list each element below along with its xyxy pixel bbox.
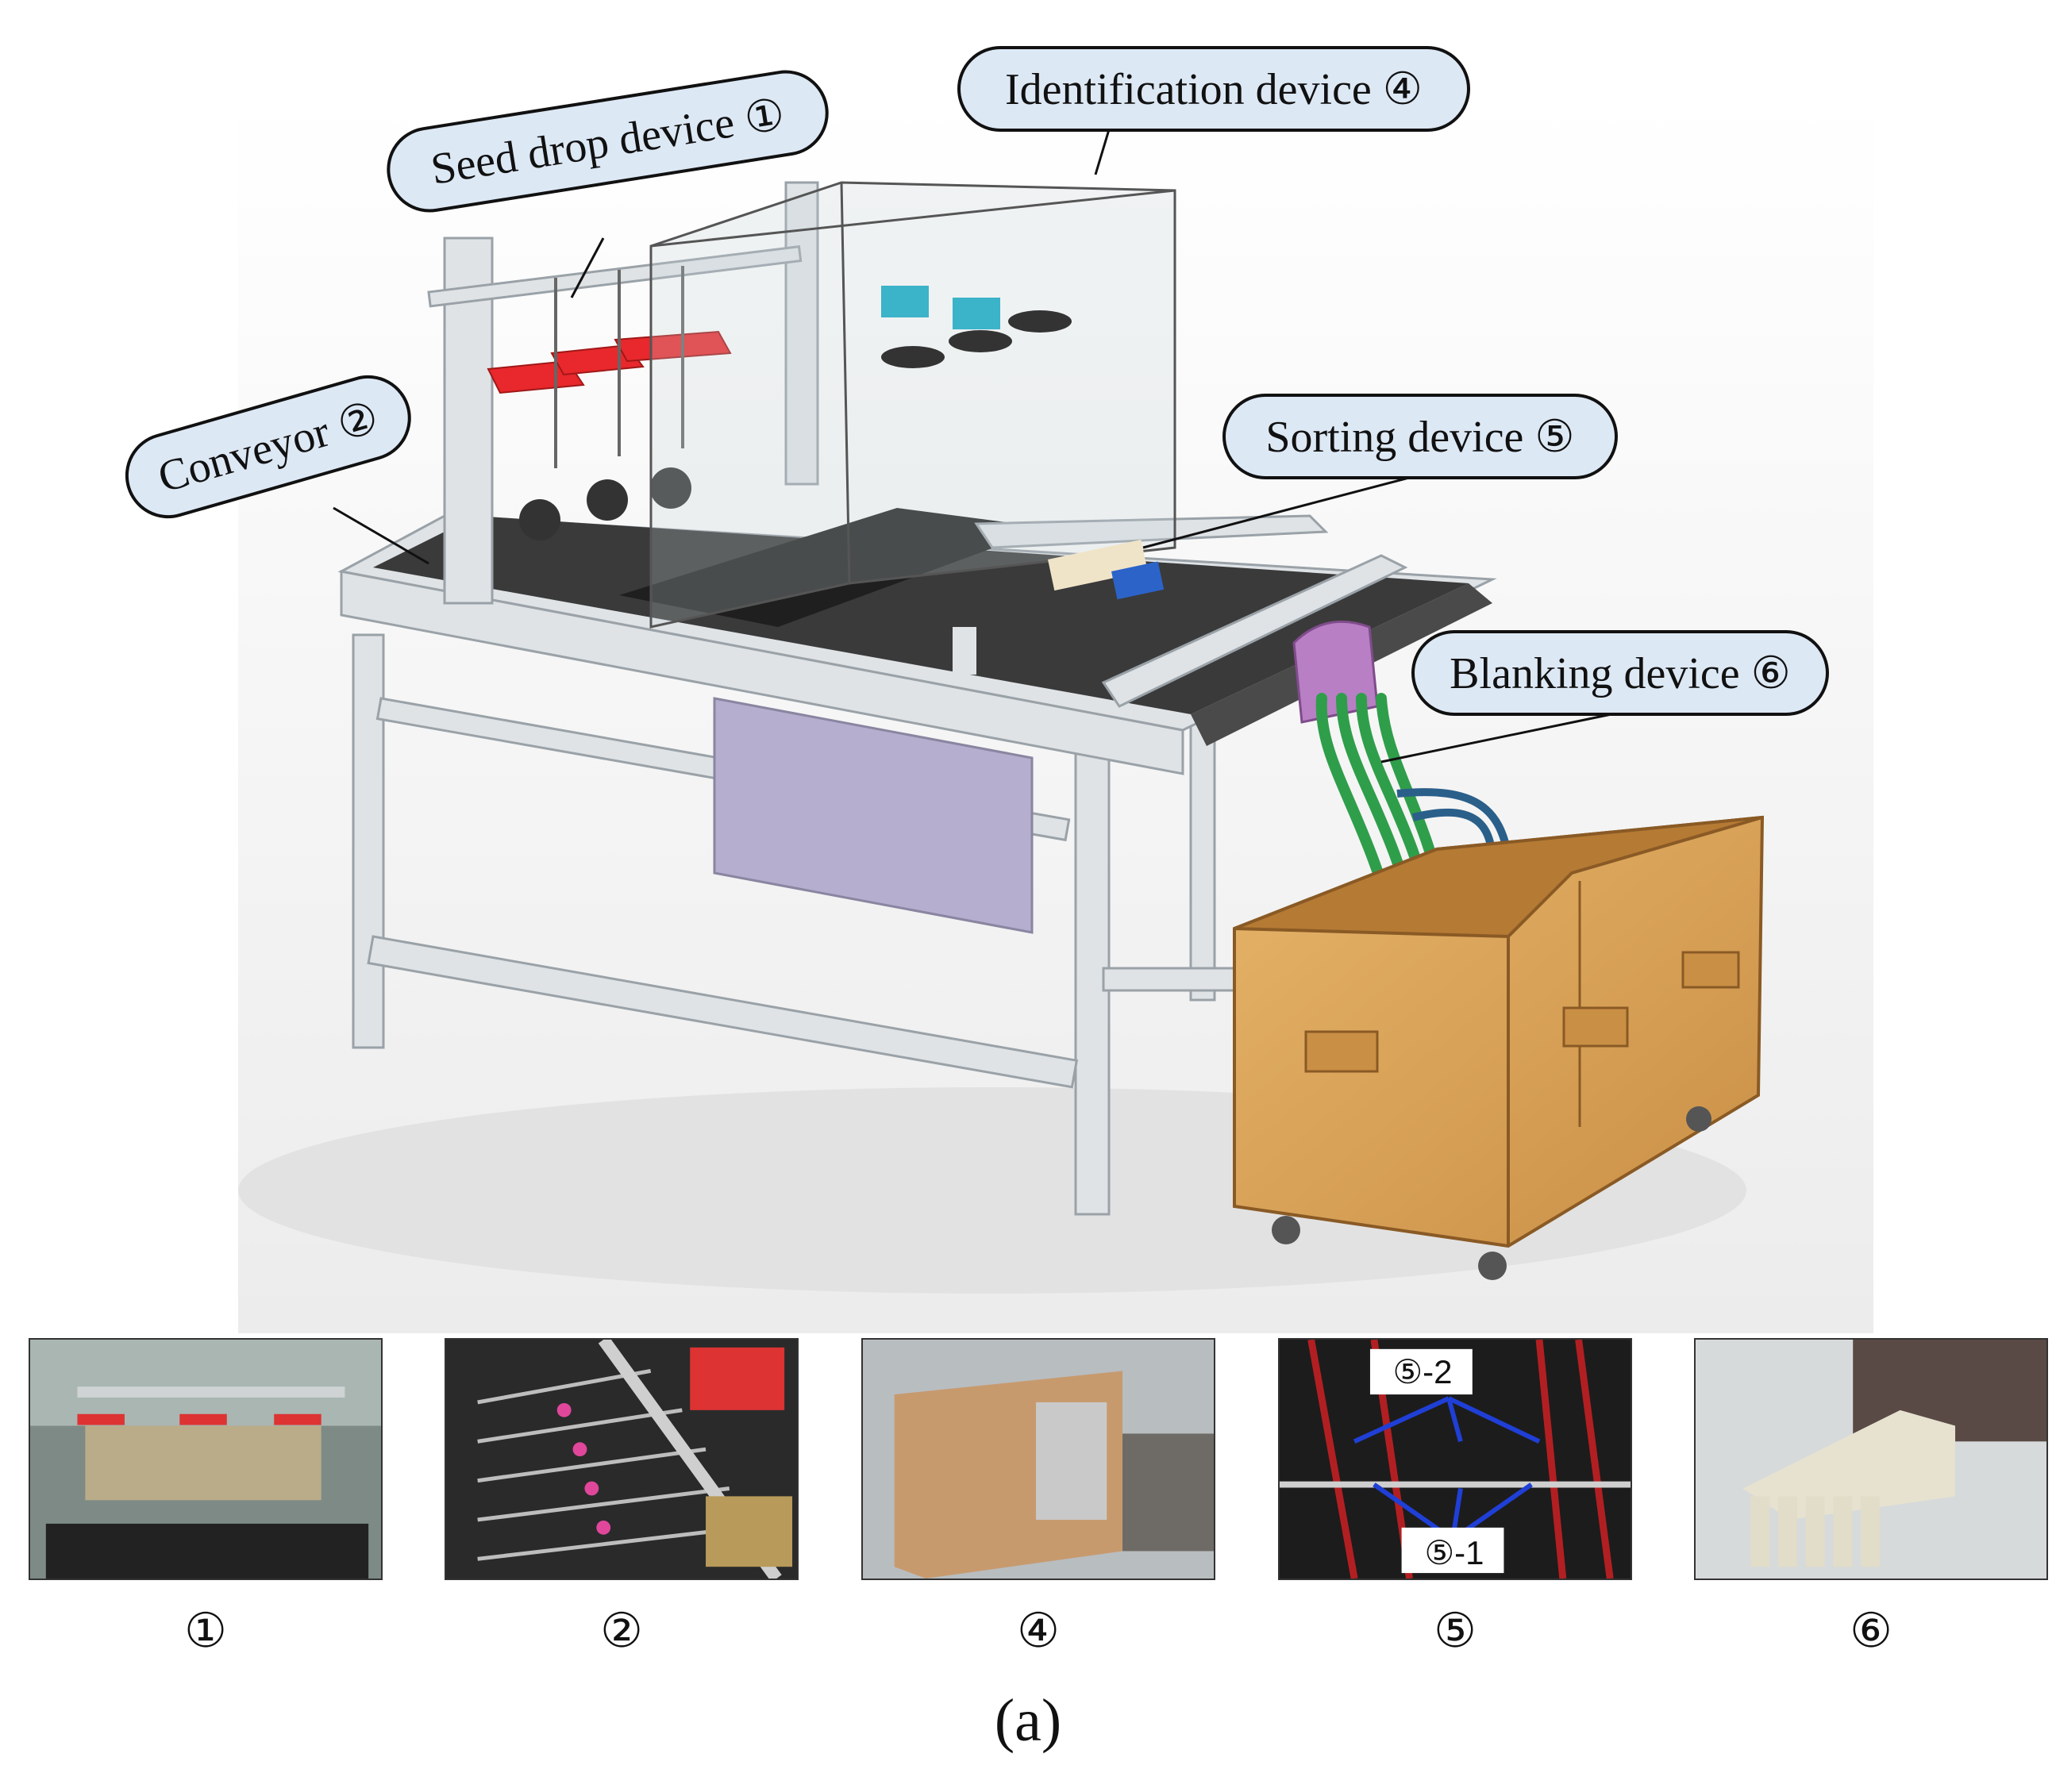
callout-blanking-device: Blanking device ⑥: [1411, 630, 1829, 716]
wooden-bin: [1233, 815, 1765, 1280]
annotation-sorting-part-1: ⑤-1: [1424, 1534, 1484, 1571]
figure-label: (a): [994, 1687, 1062, 1754]
callout-sorting-device: Sorting device ⑤: [1222, 394, 1618, 479]
annotation-sorting-part-2: ⑤-2: [1392, 1353, 1453, 1390]
sorting-cartridges: [1048, 540, 1165, 600]
photo-conveyor: [445, 1338, 799, 1580]
photo-label-6: ⑥: [1850, 1605, 1892, 1657]
callout-identification-device: Identification device ④: [957, 46, 1470, 132]
photo-label-4: ④: [1017, 1605, 1060, 1657]
photo-sorting: ⑤-2 ⑤-1: [1278, 1338, 1632, 1580]
photo-identification: [861, 1338, 1215, 1580]
photo-label-5: ⑤: [1434, 1605, 1477, 1657]
cameras: [881, 286, 1072, 368]
photo-blanking: [1694, 1338, 2048, 1580]
identification-enclosure: [649, 181, 1176, 629]
photo-label-2: ②: [600, 1605, 643, 1657]
photo-seed-drop: [29, 1338, 383, 1580]
control-box: [713, 697, 1034, 934]
photo-label-1: ①: [184, 1605, 227, 1657]
